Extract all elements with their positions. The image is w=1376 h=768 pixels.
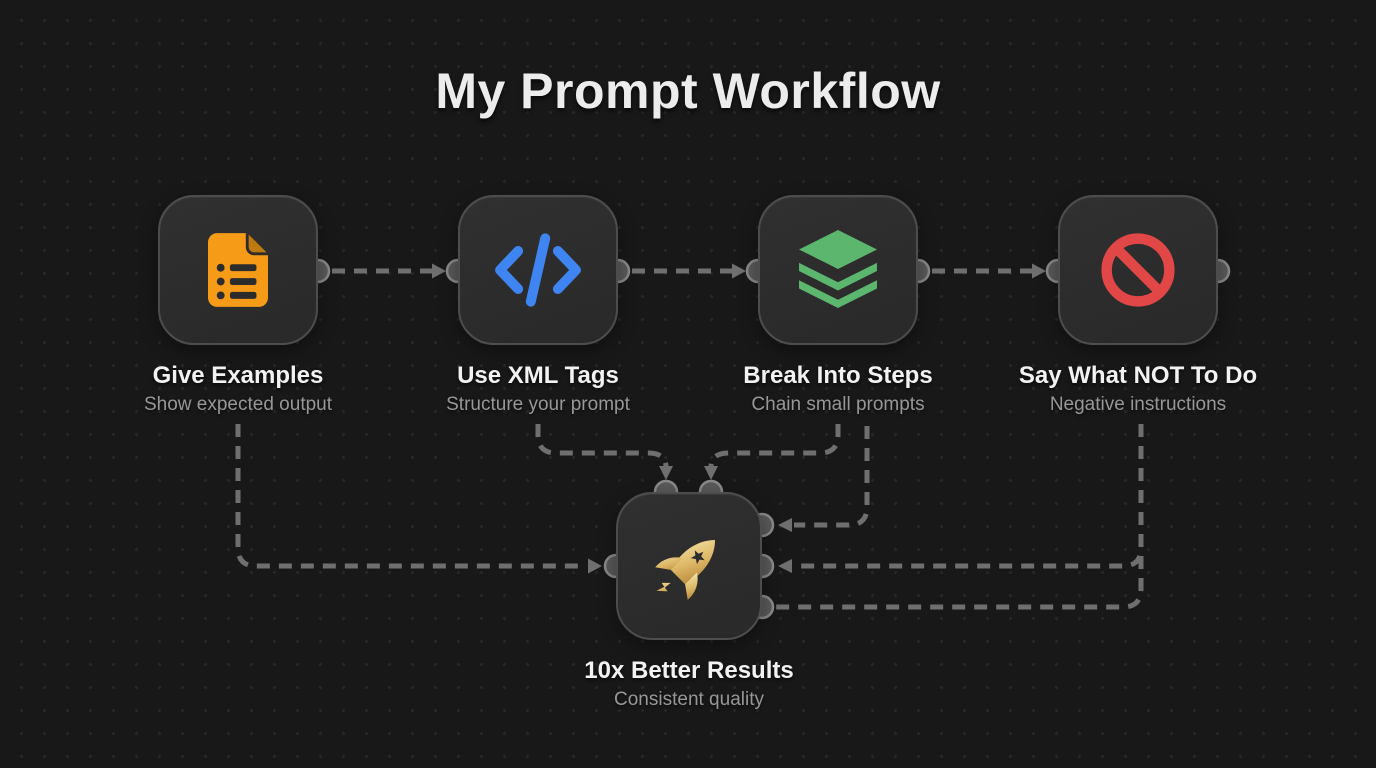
- node-card: [458, 195, 618, 345]
- rocket-icon: [655, 539, 716, 600]
- edge-break-into-steps-to-result-top: [708, 424, 841, 468]
- node-give-examples: Give Examples Show expected output: [78, 195, 398, 417]
- arrowhead: [659, 466, 673, 480]
- node-sublabel: Consistent quality: [614, 689, 764, 710]
- node-say-what-not-to-do: Say What NOT To Do Negative instructions: [978, 195, 1298, 417]
- document-list-icon: [208, 233, 268, 307]
- no-entry-icon: [1101, 233, 1175, 307]
- node-label: Break Into Steps: [743, 362, 933, 389]
- node-card: [616, 492, 762, 640]
- node-label: Say What NOT To Do: [1018, 362, 1258, 389]
- node-sublabel: Negative instructions: [1049, 394, 1227, 415]
- edge-use-xml-tags-to-result: [535, 424, 669, 468]
- node-ten-x-better-results: 10x Better Results Consistent quality: [529, 492, 849, 712]
- node-card: [758, 195, 918, 345]
- node-sublabel: Show expected output: [143, 394, 333, 415]
- arrowhead: [704, 466, 718, 480]
- node-label: Use XML Tags: [457, 362, 619, 389]
- node-label: 10x Better Results: [584, 657, 794, 684]
- node-break-into-steps: Break Into Steps Chain small prompts: [678, 195, 998, 417]
- node-sublabel: Structure your prompt: [446, 394, 630, 415]
- node-card: [1058, 195, 1218, 345]
- page-title: My Prompt Workflow: [435, 63, 941, 119]
- code-tags-icon: [495, 233, 581, 307]
- node-card: [158, 195, 318, 345]
- node-sublabel: Chain small prompts: [751, 394, 925, 415]
- layers-icon: [799, 230, 877, 308]
- node-use-xml-tags: Use XML Tags Structure your prompt: [378, 195, 698, 417]
- node-label: Give Examples: [152, 362, 324, 389]
